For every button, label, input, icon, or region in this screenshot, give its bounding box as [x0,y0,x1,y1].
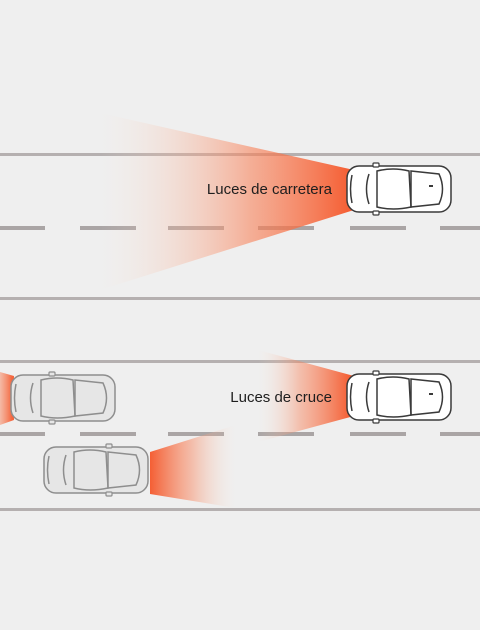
road-edge-bottom-upper [0,360,480,363]
own-car-low-beam-icon [346,370,452,424]
lane-dashes-bottom [0,432,480,436]
preceding-car-icon [43,443,149,497]
road-edge-top-lower [0,297,480,300]
road-edge-bottom-lower [0,508,480,511]
preceding-low-beam-light [150,425,236,508]
high-beam-label: Luces de carretera [206,181,332,198]
oncoming-car-icon [10,371,116,425]
high-beam-light [100,113,354,290]
low-beam-label: Luces de cruce [230,389,332,406]
low-beam-light [258,350,354,442]
own-car-high-beam-icon [346,162,452,216]
